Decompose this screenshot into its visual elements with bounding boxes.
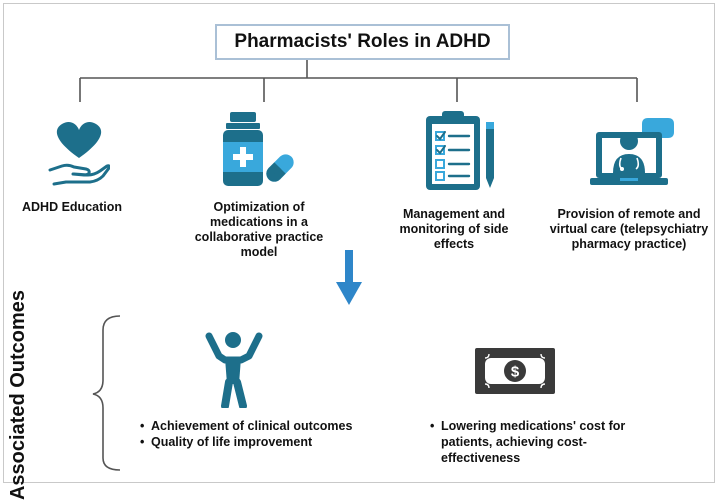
list-item: Quality of life improvement <box>140 434 390 450</box>
dollar-bill-icon: $ <box>475 348 555 394</box>
role-label-management: Management and monitoring of side effect… <box>399 207 509 251</box>
role-label-remote-care: Provision of remote and virtual care (te… <box>549 207 709 251</box>
curly-brace-icon <box>92 315 121 471</box>
connector-lines <box>79 60 638 471</box>
diagram-title: Pharmacists' Roles in ADHD <box>215 24 510 60</box>
telehealth-laptop-icon <box>590 118 674 185</box>
list-item: Achievement of clinical outcomes <box>140 418 390 434</box>
down-arrow-icon <box>336 250 362 305</box>
figure-frame <box>3 3 715 483</box>
outcome-list-clinical: Achievement of clinical outcomes Quality… <box>140 418 390 450</box>
outcome-list-cost: Lowering medications' cost for patients,… <box>430 418 660 466</box>
list-item: Lowering medications' cost for patients,… <box>430 418 660 466</box>
role-label-optimization: Optimization of medications in a collabo… <box>194 200 324 259</box>
outcomes-heading-text: Associated Outcomes <box>7 289 29 500</box>
role-label-education: ADHD Education <box>22 200 122 214</box>
heart-hand-icon <box>48 121 110 186</box>
diagram-title-text: Pharmacists' Roles in ADHD <box>234 31 491 52</box>
medication-bottle-icon <box>223 112 294 186</box>
svg-text:$: $ <box>511 364 520 381</box>
clipboard-checklist-icon <box>426 111 494 190</box>
person-celebrating-icon <box>205 332 263 408</box>
